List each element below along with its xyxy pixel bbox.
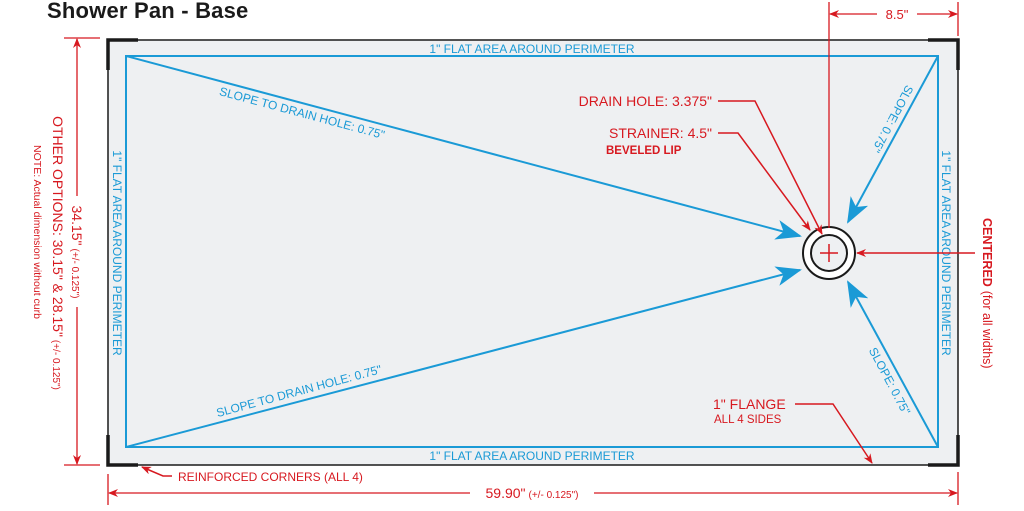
strainer-label: STRAINER: 4.5" [609, 125, 712, 141]
slope-line-lower-right [847, 280, 939, 448]
flange-leader [795, 403, 873, 464]
flat-area-boundary [125, 55, 939, 448]
slope-line-lower-left [125, 266, 802, 448]
height-dimension: 34.15" [69, 206, 85, 246]
diagram-title: Shower Pan - Base [47, 0, 249, 23]
dimension-note: NOTE: Actual dimension without curb [31, 145, 43, 319]
other-options-tolerance: (+/- 0.125") [50, 340, 61, 390]
slope-line-upper-left [125, 55, 802, 240]
svg-text:OTHER OPTIONS: 30.15" & 28.15": OTHER OPTIONS: 30.15" & 28.15" (+/- 0.125… [50, 116, 66, 390]
reinforced-corners-label: REINFORCED CORNERS (ALL 4) [178, 470, 363, 484]
flange-note: ALL 4 SIDES [714, 414, 782, 426]
drain-hole-label: DRAIN HOLE: 3.375" [579, 93, 712, 109]
perimeter-label-top: 1" FLAT AREA AROUND PERIMETER [429, 42, 635, 56]
corner-bottom-right [928, 435, 960, 467]
centered-label: CENTERED [980, 218, 994, 287]
drain-hole-leader [718, 100, 823, 235]
width-dimension: 59.90" [486, 485, 526, 501]
height-dimension-group: 34.15" (+/- 0.125") [69, 206, 85, 299]
corner-top-right [928, 38, 960, 70]
centered-label-group: CENTERED (for all widths) [980, 218, 994, 369]
perimeter-label-bottom: 1" FLAT AREA AROUND PERIMETER [429, 449, 635, 463]
width-tolerance: (+/- 0.125") [529, 490, 579, 501]
strainer-note: BEVELED LIP [606, 145, 682, 157]
corner-top-left [106, 38, 138, 70]
flange-label: 1" FLANGE [713, 396, 786, 412]
corner-bottom-left [106, 435, 138, 467]
dimension-note-group: NOTE: Actual dimension without curb [31, 145, 43, 319]
other-options: OTHER OPTIONS: 30.15" & 28.15" [50, 116, 66, 337]
perimeter-label-left: 1" FLAT AREA AROUND PERIMETER [110, 150, 124, 356]
drain [802, 226, 856, 280]
width-dimension-group: 59.90"(+/- 0.125") [486, 485, 579, 501]
svg-text:34.15"(+/- 0.125"): 34.15" (+/- 0.125") [69, 206, 85, 299]
drain-offset-dimension: 8.5" [886, 7, 909, 22]
corners-leader [141, 466, 172, 477]
svg-text:CENTERED(for all widths): CENTERED (for all widths) [980, 218, 994, 369]
strainer-leader [718, 132, 811, 231]
height-tolerance: (+/- 0.125") [69, 249, 80, 299]
slope-line-upper-right [847, 55, 939, 224]
other-options-group: OTHER OPTIONS: 30.15" & 28.15" (+/- 0.125… [50, 116, 66, 390]
centered-note: (for all widths) [980, 291, 994, 369]
reinforced-corners [106, 38, 960, 467]
